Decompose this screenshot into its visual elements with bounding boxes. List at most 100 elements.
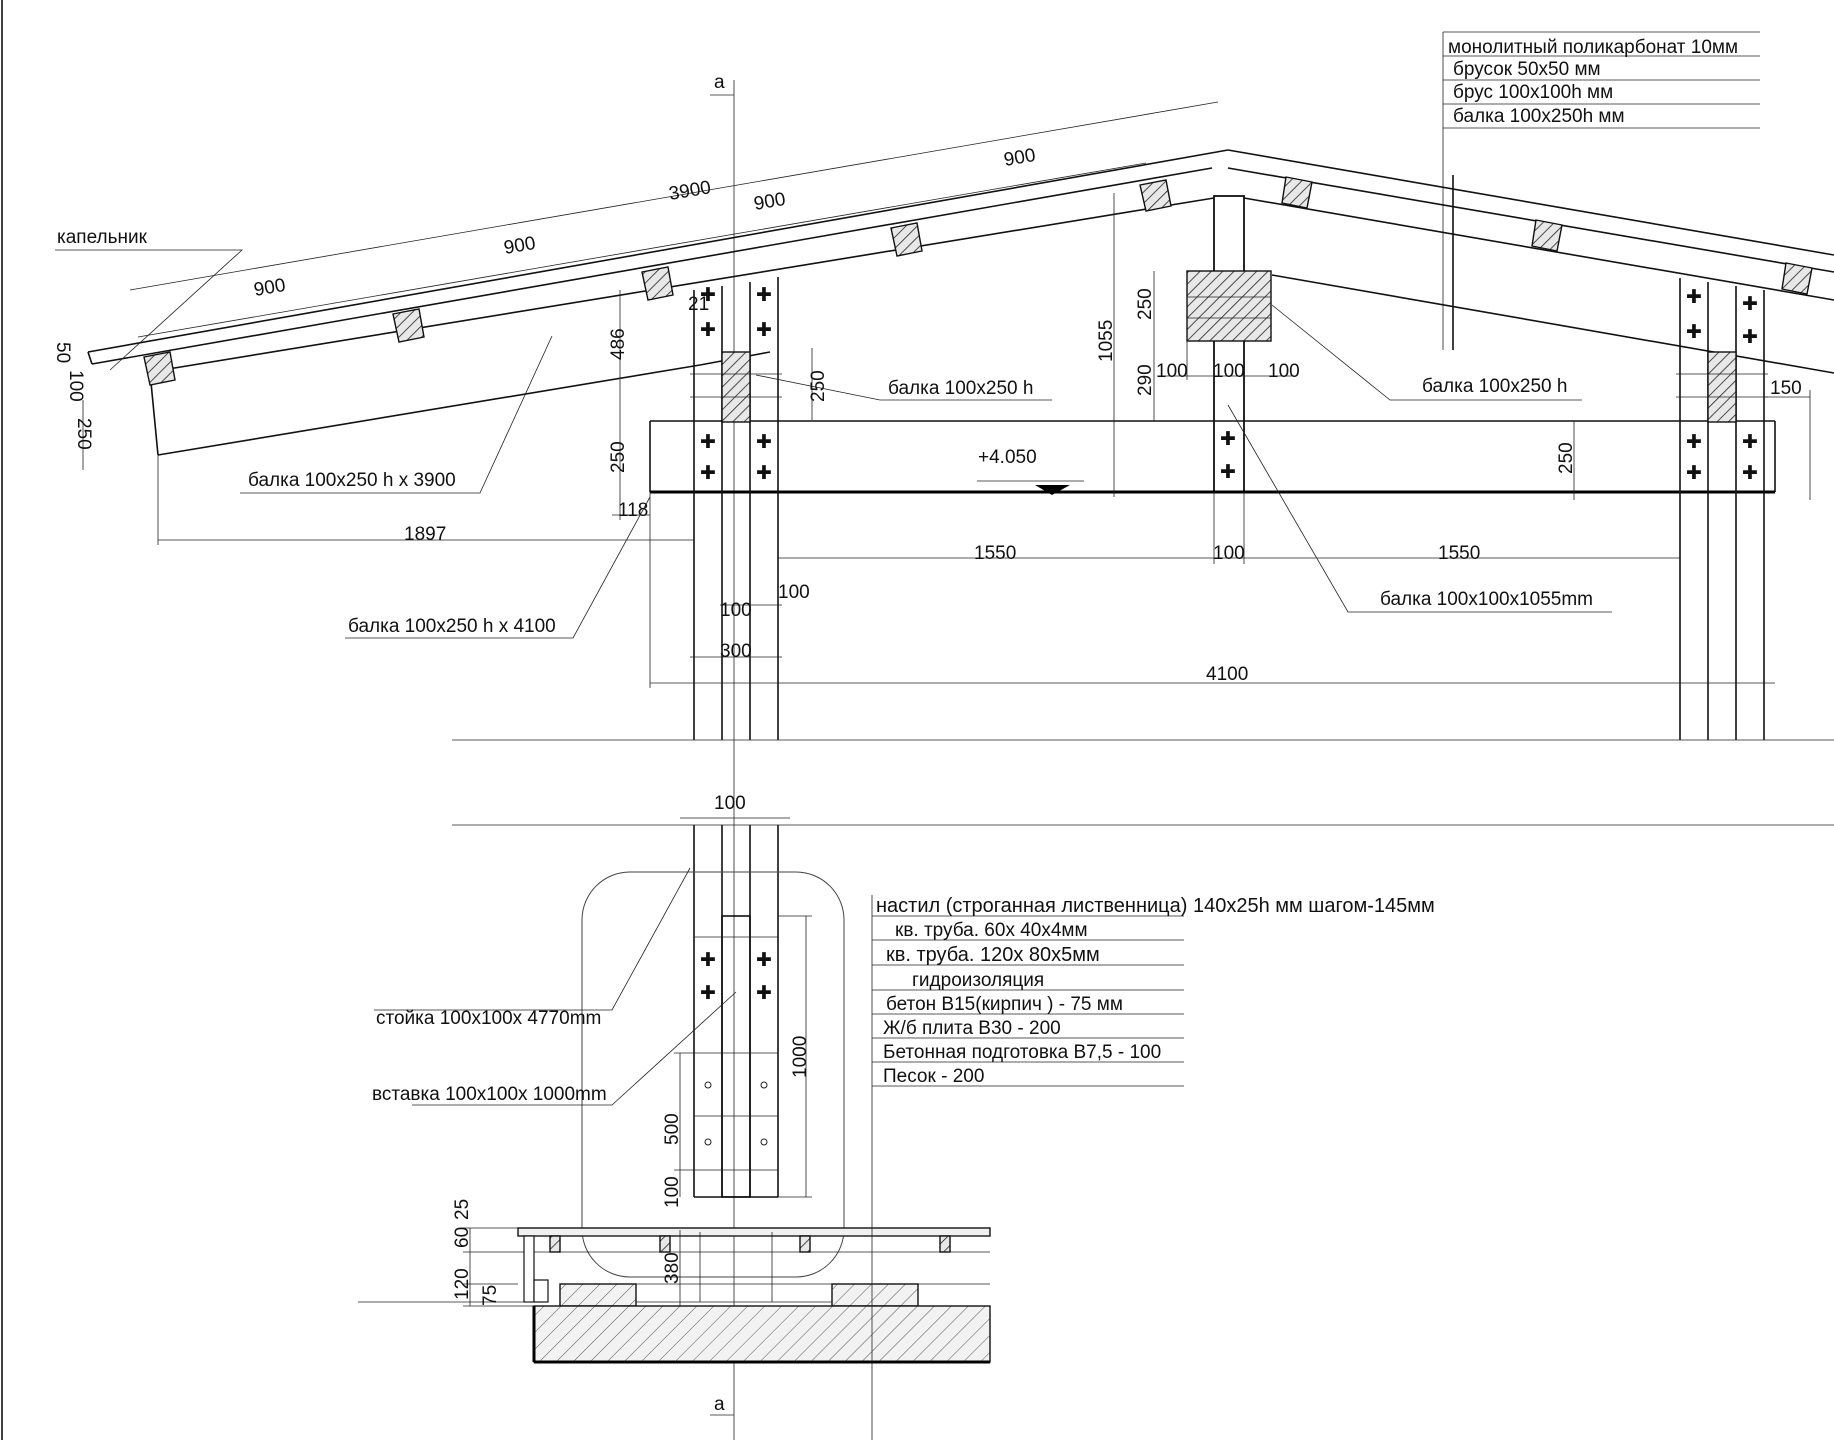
layer-line-7: Бетонная подготовка B7,5 - 100 [883,1042,1161,1063]
ridge-post: ✚ ✚ [1186,195,1272,493]
svg-text:✚: ✚ [700,950,716,971]
label-beam-post: балка 100х100х1055mm [1380,589,1593,610]
post-base-detail: ✚ ✚ ✚ ✚ [358,825,991,1440]
dim-150: 150 [1770,378,1802,399]
svg-text:✚: ✚ [1742,327,1758,348]
svg-text:✚: ✚ [1686,463,1702,484]
dim-100-e: 100 [1268,361,1300,382]
left-posts: ✚ ✚ ✚ ✚ ✚ ✚ ✚ ✚ [690,277,782,740]
dim-1550-b: 1550 [1438,543,1480,564]
dim-100-c: 100 [1156,361,1188,382]
dim-slope-900: 900 [502,233,537,259]
legend-line-4: балка 100х250h мм [1453,106,1625,127]
purlin [1531,219,1563,252]
label-insert: вставка 100х100х 1000mm [372,1084,607,1105]
dim-4100: 4100 [1206,664,1248,685]
roof-left-slope [87,149,1229,456]
dim-left-50: 50 [52,342,73,363]
dim-left-100: 100 [65,370,86,402]
dim-60: 60 [452,1227,473,1248]
dim-100-a: 100 [720,600,752,621]
svg-text:✚: ✚ [1742,463,1758,484]
legend-line-3: брус 100х100h мм [1453,82,1613,103]
label-level: +4.050 [978,447,1037,468]
purlin [143,351,176,386]
dim-290: 290 [1135,364,1156,396]
dim-500: 500 [662,1113,683,1145]
dim-250-post: 250 [808,370,829,402]
label-beam-right: балка 100х250 h [1422,376,1567,397]
layer-line-4: гидроизоляция [912,970,1044,991]
svg-text:✚: ✚ [700,285,716,306]
svg-text:✚: ✚ [756,983,772,1004]
leader-lines [55,249,1612,639]
dim-slope-900: 900 [752,189,787,215]
section-axis: a a [710,72,735,1440]
dim-21: 21 [688,294,709,315]
dim-250-right: 250 [1556,442,1577,474]
dim-1055: 1055 [1096,320,1117,362]
svg-text:✚: ✚ [700,432,716,453]
dim-250-left: 250 [608,441,629,473]
dim-100-d: 100 [1213,361,1245,382]
dim-slope-3900: 3900 [667,177,712,205]
dimension-lines [82,101,1811,688]
label-beam-4100: балка 100х250 h х 4100 [348,616,556,637]
dim-118: 118 [618,500,648,521]
dim-100-f: 100 [1213,543,1245,564]
layer-line-8: Песок - 200 [883,1066,984,1087]
legend-line-1: монолитный поликарбонат 10мм [1448,37,1738,58]
svg-text:✚: ✚ [756,320,772,341]
dim-120: 120 [452,1268,473,1300]
label-post: стойка 100х100х 4770mm [376,1008,601,1029]
floor-layers-table: настил (строганная лиственница) 140х25h … [872,895,1435,1087]
purlin [1781,262,1813,295]
svg-text:✚: ✚ [1742,294,1758,315]
svg-text:✚: ✚ [700,463,716,484]
svg-text:✚: ✚ [1686,432,1702,453]
svg-text:✚: ✚ [756,432,772,453]
purlin [890,222,923,257]
purlin [641,266,674,301]
svg-text:✚: ✚ [1686,322,1702,343]
purlin [392,308,425,343]
svg-text:✚: ✚ [1742,432,1758,453]
roof-right-slope [1227,149,1834,374]
dim-100-g: 100 [714,793,746,814]
right-posts: ✚ ✚ ✚ ✚ ✚ ✚ ✚ ✚ [1676,278,1768,740]
dim-250-top: 250 [1135,288,1156,320]
dim-300: 300 [720,641,752,662]
layer-line-1: настил (строганная лиственница) 140х25h … [876,895,1435,917]
dim-486: 486 [608,328,629,360]
section-mark-bottom: a [714,1394,725,1415]
dim-75: 75 [480,1285,501,1306]
dim-slope-900: 900 [1002,145,1037,171]
svg-text:✚: ✚ [1686,287,1702,308]
dim-slope-900: 900 [252,275,287,301]
layer-line-3: кв. труба. 120х 80х5мм [886,944,1100,966]
section-mark-top: a [714,72,725,93]
dim-1897: 1897 [404,524,446,545]
dim-left-250: 250 [73,418,94,450]
dim-1550-a: 1550 [974,543,1016,564]
purlin [1139,179,1172,212]
main-beam [649,420,1776,494]
dim-380: 380 [662,1252,683,1284]
dim-100-b: 100 [778,582,810,603]
legend-line-2: брусок 50х50 мм [1453,59,1601,80]
layer-line-2: кв. труба. 60х 40х4мм [895,920,1088,941]
purlin [1281,176,1313,209]
svg-text:✚: ✚ [1220,462,1236,483]
dim-1000: 1000 [790,1036,811,1078]
dim-100-h: 100 [662,1176,683,1208]
svg-text:✚: ✚ [756,285,772,306]
svg-text:✚: ✚ [1220,429,1236,450]
roof-legend: монолитный поликарбонат 10мм брусок 50х5… [1442,31,1760,350]
svg-text:✚: ✚ [756,950,772,971]
svg-text:✚: ✚ [700,983,716,1004]
layer-line-6: Ж/б плита B30 - 200 [883,1018,1061,1039]
layer-line-5: бетон B15(кирпич ) - 75 мм [886,994,1123,1015]
dim-25: 25 [452,1199,473,1220]
svg-text:✚: ✚ [700,320,716,341]
